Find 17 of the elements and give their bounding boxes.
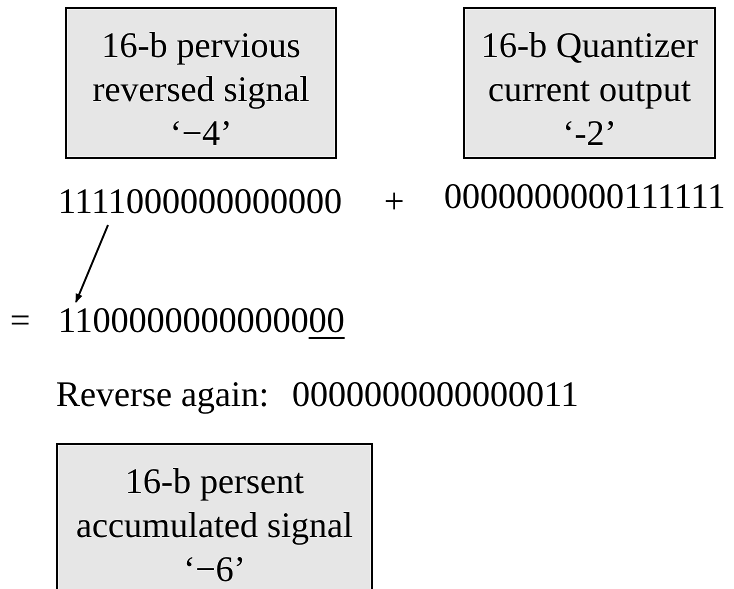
process-box [56, 443, 373, 589]
binary-number: 1111000000000000 [58, 181, 342, 221]
binary-number: 1100000000000000 [58, 300, 345, 340]
box-value: ‘−4’ [170, 112, 232, 155]
process-box [463, 7, 716, 159]
box-value: ‘−6’ [183, 548, 246, 589]
binary-number: 0000000000111111 [444, 176, 726, 216]
plus-sign: + [384, 181, 404, 221]
box-title: 16-b persent accumulated signal [75, 460, 354, 547]
box-value: ‘-2’ [562, 112, 616, 155]
equals-sign: = [10, 300, 30, 340]
process-box [65, 7, 337, 159]
box-title: 16-b Quantizer current output [480, 24, 699, 111]
box-title: 16-b pervious reversed signal [92, 24, 310, 111]
binary-number: 0000000000000011 [292, 374, 579, 414]
arrow [75, 224, 109, 303]
step-label: Reverse again: [56, 374, 269, 414]
